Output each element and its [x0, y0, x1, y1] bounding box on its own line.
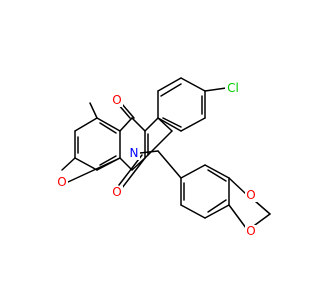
- bond: [96, 117, 121, 132]
- bond: [254, 213, 271, 226]
- bond: [207, 199, 227, 213]
- atom-o-dioxole-top: O: [246, 188, 255, 202]
- bond: [207, 169, 227, 182]
- bond: [119, 117, 133, 132]
- bond: [144, 117, 159, 132]
- bond: [139, 150, 159, 154]
- molecule-structure: O O O N Cl O O: [0, 0, 300, 300]
- bond: [204, 164, 230, 179]
- bond: [121, 103, 135, 119]
- bond-lines: [61, 77, 271, 229]
- bond: [131, 117, 146, 132]
- bond: [121, 157, 146, 189]
- bond: [204, 87, 227, 92]
- bond: [180, 117, 206, 132]
- bond: [157, 150, 182, 179]
- atom-o-pyran: O: [57, 175, 66, 189]
- bond: [74, 157, 98, 171]
- bond: [180, 204, 206, 219]
- bond: [228, 177, 247, 195]
- atom-o-lactam: O: [112, 185, 121, 199]
- bond: [74, 117, 98, 132]
- bond: [180, 164, 206, 179]
- bond: [61, 157, 76, 171]
- bond: [228, 204, 247, 229]
- atom-o-ketone: O: [112, 93, 121, 107]
- bond: [99, 155, 117, 166]
- bond: [204, 204, 230, 219]
- bond: [180, 77, 206, 92]
- bond: [119, 157, 133, 171]
- bond: [89, 102, 98, 119]
- bond: [162, 117, 182, 128]
- bond: [157, 77, 182, 92]
- bond: [254, 200, 271, 215]
- bond: [67, 157, 121, 183]
- atom-n: N: [130, 146, 139, 160]
- bond: [144, 130, 173, 159]
- atom-labels: O O O N Cl O O: [56, 81, 257, 238]
- bond: [160, 83, 182, 97]
- bond: [157, 117, 182, 132]
- background: [0, 0, 300, 300]
- atom-o-dioxole-bottom: O: [246, 224, 255, 238]
- bond: [99, 122, 117, 134]
- atom-cl: Cl: [227, 81, 239, 95]
